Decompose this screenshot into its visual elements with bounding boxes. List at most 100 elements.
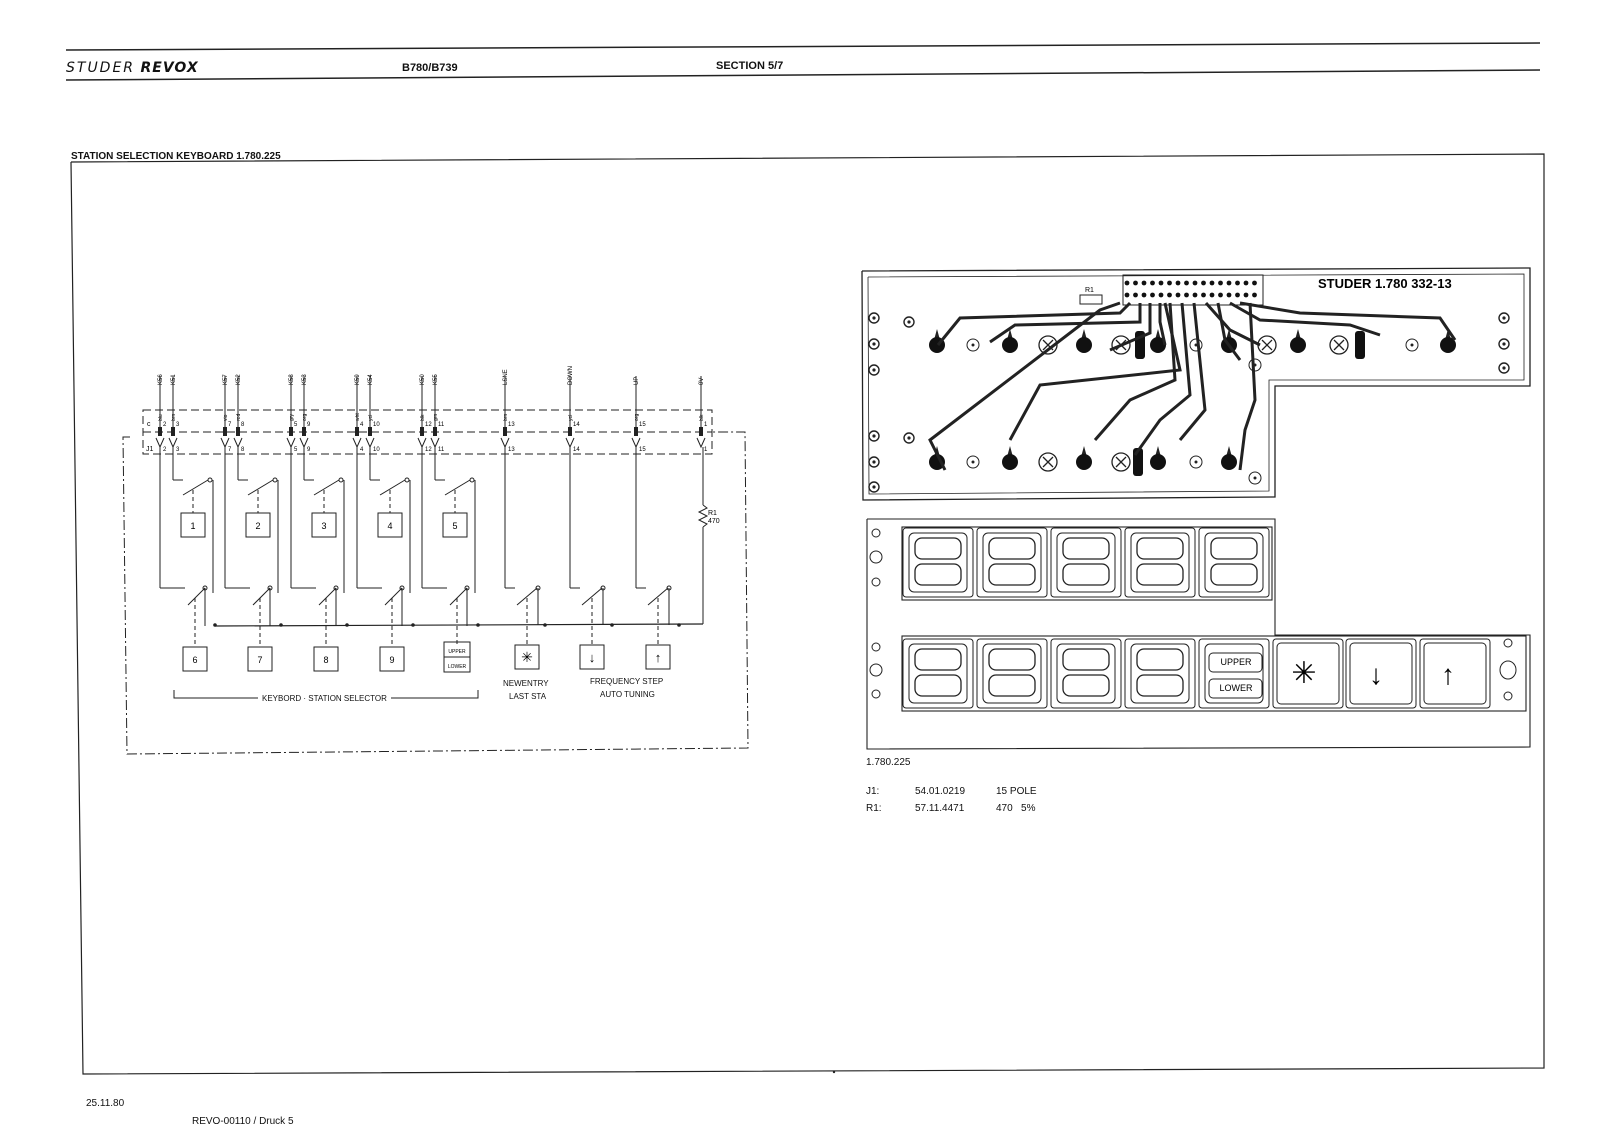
connector-pin — [433, 427, 437, 436]
panel-hole — [1503, 638, 1513, 648]
wire-color-label: yel — [568, 415, 574, 421]
newentry-label: NEWENTRY — [503, 679, 549, 688]
header-pin — [1150, 292, 1155, 298]
header-pin — [1184, 280, 1189, 286]
switch-blade — [247, 479, 274, 496]
segment-window — [988, 674, 1036, 697]
pcb-layout: R1 STUDER 1.780 332-13 — [861, 267, 1531, 501]
segment-window — [988, 648, 1036, 671]
mounting-hole-center — [872, 342, 876, 346]
pcb-silkscreen: STUDER 1.780 332-13 — [1318, 276, 1452, 291]
header-pin — [1175, 280, 1181, 286]
part-code: 54.01.0219 — [915, 786, 966, 797]
segment-window — [1136, 674, 1184, 697]
key-lower: LOWER — [448, 664, 467, 670]
header-pin — [1201, 292, 1206, 298]
switch-contact-pad — [1111, 452, 1131, 472]
mounting-hole-center — [1502, 366, 1506, 370]
key-box — [442, 512, 468, 538]
pin-label-top: 13 — [508, 422, 515, 428]
wire-color-label: org — [302, 414, 308, 421]
panel-key — [1124, 527, 1196, 598]
header-pin — [1252, 280, 1257, 286]
via — [1189, 455, 1203, 469]
header-pin — [1124, 292, 1130, 298]
freqstep-label: FREQUENCY STEP — [590, 677, 664, 686]
switch-contact — [469, 477, 475, 483]
key-box — [247, 646, 273, 672]
junction-dot — [345, 623, 349, 627]
header-pin — [1235, 280, 1240, 286]
segment-window — [1136, 537, 1184, 560]
connector-pin — [355, 427, 359, 436]
key-label: 4 — [387, 521, 392, 531]
key-box — [313, 646, 339, 672]
switch-contact-cross — [1261, 339, 1273, 351]
header-pin — [1243, 292, 1249, 298]
segment-window — [988, 537, 1036, 560]
mounting-hole — [868, 430, 880, 442]
switch-group — [159, 447, 214, 672]
junction-dot — [677, 623, 681, 627]
panel-key — [1124, 638, 1196, 709]
part-ref: R1: — [866, 803, 882, 814]
connector-pin — [236, 427, 240, 436]
header-pin — [1167, 292, 1172, 298]
pin-label-bottom: 4 — [360, 447, 364, 453]
signal-label: K53 — [302, 374, 308, 385]
pin-label-bottom: 7 — [228, 447, 232, 453]
switch-blade — [379, 479, 406, 496]
switch-contact — [207, 477, 213, 483]
segment-window — [988, 563, 1036, 586]
connector-pin — [699, 427, 703, 436]
pin-label-top: 3 — [176, 422, 180, 428]
via — [1189, 338, 1203, 352]
part-number: 1.780.225 — [866, 757, 911, 768]
pin-label-top: 14 — [573, 422, 580, 428]
connector-pin — [503, 427, 507, 436]
header-pin — [1141, 292, 1147, 298]
segment-window — [1062, 563, 1110, 586]
wire-color-label: blk — [420, 414, 426, 421]
connector-name: J1 — [146, 446, 154, 453]
pcb-pad — [1290, 337, 1306, 353]
brand-studer: STUDER — [66, 60, 136, 76]
segment-window — [1210, 537, 1258, 560]
signal-label: 0V — [699, 378, 705, 385]
pin-label-top: 5 — [294, 422, 298, 428]
mounting-hole — [1498, 338, 1510, 350]
resistor-value: 470 — [708, 518, 720, 525]
mounting-hole — [1498, 312, 1510, 324]
autotuning-label: AUTO TUNING — [600, 690, 655, 699]
part-desc: 470 5% — [996, 803, 1036, 814]
panel-key-frame — [1423, 642, 1487, 705]
key-label: 3 — [321, 521, 326, 531]
pin-label-top: 11 — [438, 422, 445, 428]
panel-key — [1419, 638, 1491, 709]
mounting-hole-center — [872, 485, 876, 489]
segment-window — [1062, 674, 1110, 697]
via-center — [1194, 460, 1198, 464]
mounting-hole — [868, 312, 880, 324]
via-center — [1253, 476, 1257, 480]
pin-label-bottom: 1 — [704, 447, 708, 453]
panel-key — [1050, 638, 1122, 709]
pin-label-bottom: 3 — [176, 447, 180, 453]
panel-key — [1050, 527, 1122, 598]
pin-label-bottom: 14 — [573, 447, 580, 453]
diagram-title: STATION SELECTION KEYBOARD 1.780.225 — [71, 151, 281, 162]
key-label: 9 — [389, 655, 394, 665]
switch-blade — [581, 587, 603, 606]
panel-key-frame — [908, 643, 968, 704]
panel-hole — [1499, 660, 1517, 680]
panel-key — [1345, 638, 1417, 709]
header-pin — [1252, 292, 1257, 298]
panel-hole — [869, 663, 883, 677]
segment-window — [1136, 648, 1184, 671]
pin-label-bottom: 13 — [508, 447, 515, 453]
header-pin — [1150, 280, 1155, 286]
pin-label-bottom: 15 — [639, 447, 646, 453]
wire-color-label: brn — [503, 414, 509, 421]
connector-pin — [289, 427, 293, 436]
signal-label: UP — [634, 377, 640, 385]
